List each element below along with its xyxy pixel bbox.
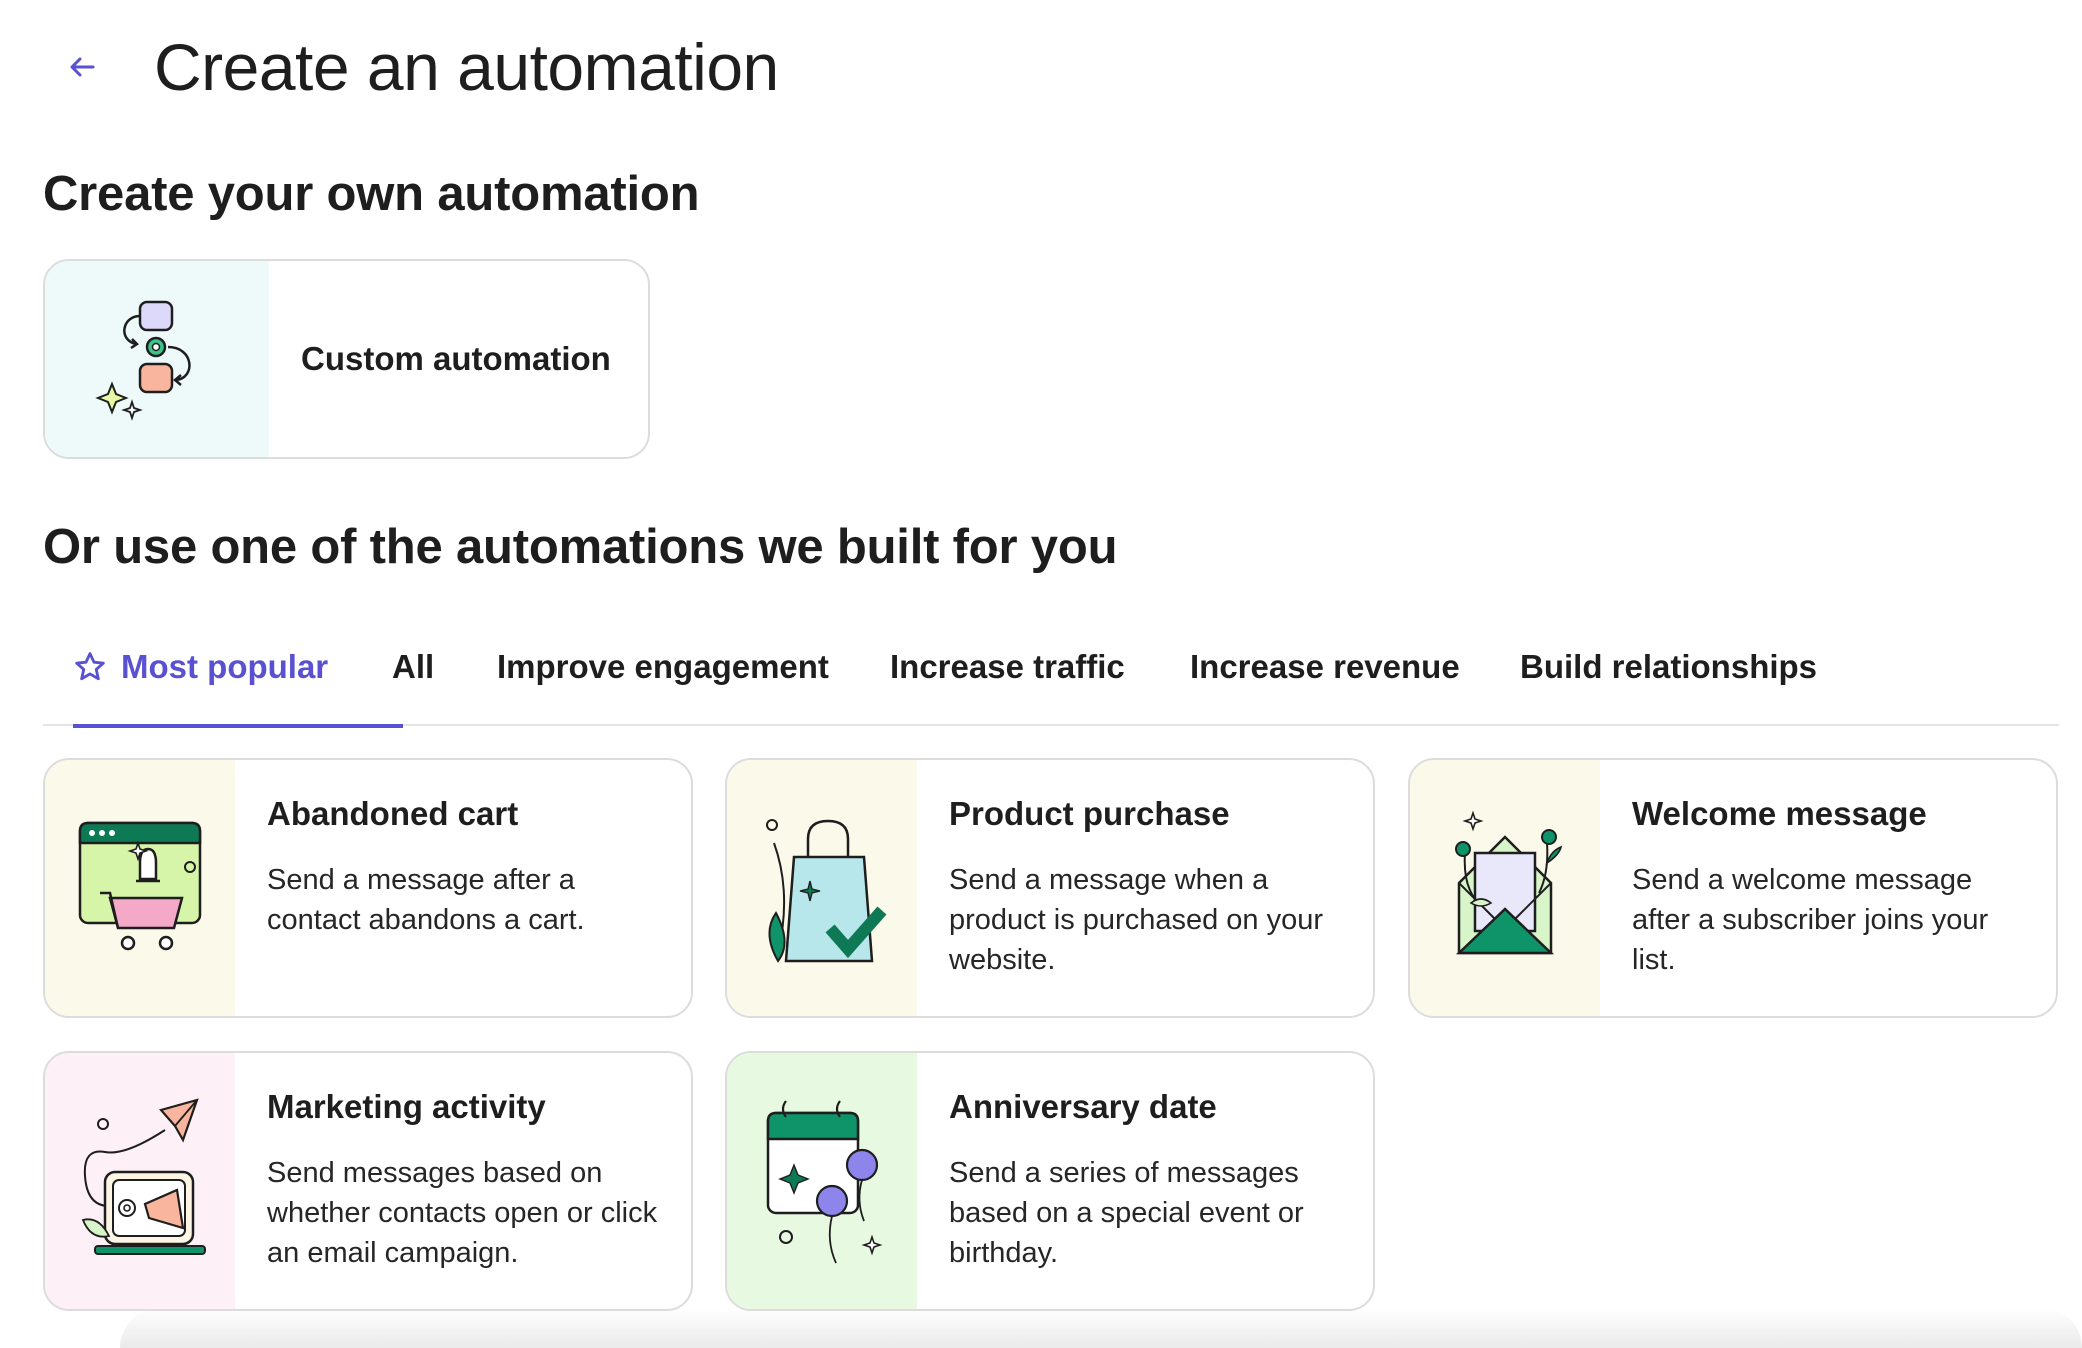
automation-card-welcome-message[interactable]: Welcome message Send a welcome message a… [1408, 758, 2058, 1018]
tab-label: Increase traffic [890, 648, 1125, 685]
custom-automation-card[interactable]: Custom automation [43, 259, 650, 459]
tab-label: Improve engagement [497, 648, 829, 685]
card-description: Send a message when a product is purchas… [949, 864, 1323, 976]
card-title: Product purchase [949, 795, 1230, 832]
tab-label: Most popular [121, 648, 329, 685]
shopping-bag-icon [766, 819, 887, 963]
automation-card-abandoned-cart[interactable]: Abandoned cart Send a message after a co… [43, 758, 693, 1018]
tab-increase-revenue[interactable]: Increase revenue [1190, 608, 1460, 726]
tab-label: Increase revenue [1190, 648, 1460, 685]
tab-most-popular[interactable]: Most popular [73, 608, 403, 728]
tab-build-relationships[interactable]: Build relationships [1520, 608, 1817, 726]
bottom-shadow [120, 1308, 2082, 1348]
card-description: Send messages based on whether contacts … [267, 1157, 658, 1269]
card-title: Welcome message [1632, 795, 1927, 832]
section-title-own: Create your own automation [43, 167, 700, 221]
card-description: Send a series of messages based on a spe… [949, 1157, 1304, 1269]
welcome-message-illustration [1410, 760, 1600, 1016]
anniversary-date-illustration [727, 1053, 917, 1309]
tab-improve-engagement[interactable]: Improve engagement [497, 608, 829, 726]
calendar-balloons-icon [766, 1100, 883, 1264]
card-title: Anniversary date [949, 1088, 1217, 1125]
back-button[interactable] [60, 45, 104, 89]
arrow-left-icon [70, 57, 95, 77]
megaphone-icon [81, 1098, 206, 1255]
envelope-icon [1455, 810, 1563, 955]
card-description: Send a message after a contact abandons … [267, 864, 585, 936]
category-tabs: Most popular All Improve engagement Incr… [43, 608, 2059, 728]
section-title-prebuilt: Or use one of the automations we built f… [43, 520, 1118, 574]
automation-card-marketing-activity[interactable]: Marketing activity Send messages based o… [43, 1051, 693, 1311]
card-body: Welcome message Send a welcome message a… [1600, 760, 2056, 1016]
card-body: Anniversary date Send a series of messag… [917, 1053, 1373, 1309]
tab-increase-traffic[interactable]: Increase traffic [890, 608, 1125, 726]
card-description: Send a welcome message after a subscribe… [1632, 864, 1989, 976]
card-body: Product purchase Send a message when a p… [917, 760, 1373, 1016]
card-body: Marketing activity Send messages based o… [235, 1053, 691, 1309]
tab-all[interactable]: All [392, 608, 434, 726]
custom-automation-title: Custom automation [301, 340, 611, 377]
custom-automation-illustration [45, 261, 269, 457]
abandoned-cart-illustration [45, 760, 235, 1016]
tab-label: Build relationships [1520, 648, 1818, 685]
automation-card-product-purchase[interactable]: Product purchase Send a message when a p… [725, 758, 1375, 1018]
page-title: Create an automation [154, 30, 779, 104]
page-header: Create an automation [60, 30, 779, 104]
workflow-icon [95, 300, 191, 421]
automation-card-anniversary-date[interactable]: Anniversary date Send a series of messag… [725, 1051, 1375, 1311]
card-title: Marketing activity [267, 1088, 546, 1125]
product-purchase-illustration [727, 760, 917, 1016]
card-body: Abandoned cart Send a message after a co… [235, 760, 691, 1016]
tab-label: All [392, 648, 435, 685]
marketing-activity-illustration [45, 1053, 235, 1309]
shopping-cart-icon [78, 821, 202, 951]
star-icon [73, 650, 107, 684]
card-title: Abandoned cart [267, 795, 519, 832]
